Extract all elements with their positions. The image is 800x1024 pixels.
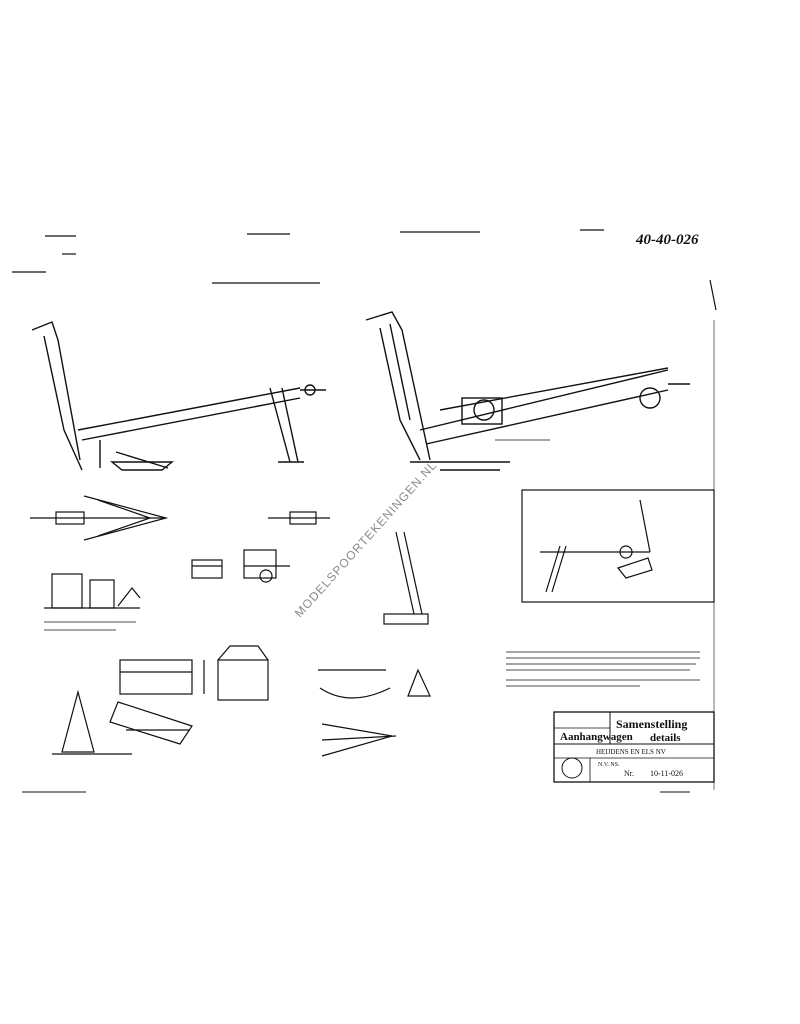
- side-view-right: [365, 311, 690, 471]
- side-view-left: [31, 321, 326, 471]
- bottom-border-marks: [22, 320, 715, 793]
- inset-view: [521, 489, 715, 603]
- pole-detail: [383, 531, 429, 625]
- hardware-details: [191, 549, 290, 583]
- drawing-number: 10-11-026: [650, 769, 683, 778]
- drawing-number-prefix: Nr.: [624, 769, 634, 778]
- axle-detail: [44, 573, 141, 631]
- title-line-1: Samenstelling: [616, 717, 687, 731]
- coupler-detail: [30, 495, 330, 541]
- title-subject: Aanhangwagen: [560, 731, 633, 743]
- institution-sub: N.V. NS.: [598, 762, 620, 768]
- title-line-2: details: [650, 732, 681, 744]
- top-border-marks: [12, 229, 717, 311]
- notes-block: [506, 651, 700, 687]
- bottom-details: [52, 645, 431, 757]
- document-number: 40-40-026: [635, 232, 699, 248]
- institution-name: HEIJDENS EN ELS NV: [596, 748, 666, 756]
